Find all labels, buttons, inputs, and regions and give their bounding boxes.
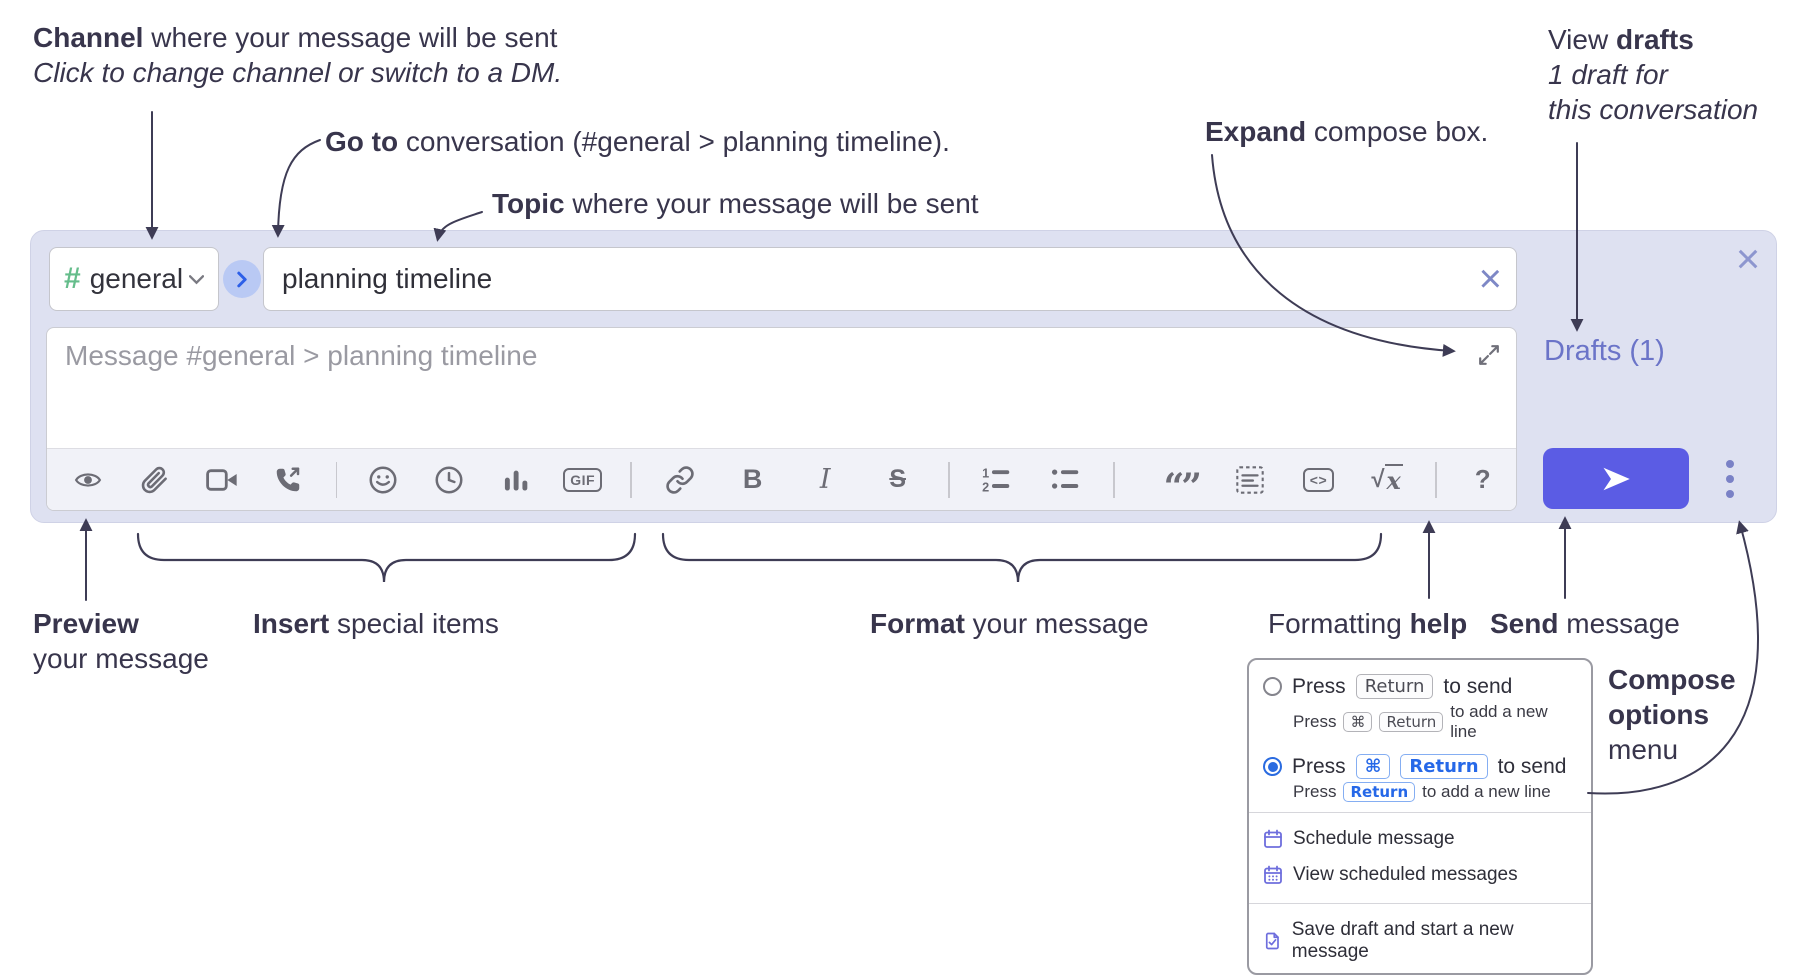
annotation-send: Send message: [1490, 608, 1680, 639]
cmd-enter-sends-option[interactable]: Press ⌘ Return to send: [1263, 754, 1577, 779]
menu-divider: [1249, 903, 1591, 904]
save-draft-item[interactable]: Save draft and start a new message: [1249, 912, 1591, 965]
cmd-key: ⌘: [1343, 712, 1373, 732]
annotation-view-drafts: View drafts 1 draft for this conversatio…: [1548, 24, 1759, 125]
gif-icon[interactable]: GIF: [549, 467, 616, 492]
send-button[interactable]: [1543, 448, 1689, 509]
spoiler-icon[interactable]: [1216, 465, 1285, 495]
math-icon[interactable]: √x: [1371, 464, 1403, 495]
schedule-message-item[interactable]: Schedule message: [1249, 821, 1591, 857]
annotation-insert: Insert special items: [253, 608, 499, 639]
message-formatting-help-icon[interactable]: ?: [1474, 464, 1491, 494]
toolbar-separator: [629, 461, 632, 498]
toolbar-separator: [1113, 461, 1115, 498]
annotation-preview: Preview your message: [33, 608, 209, 674]
annotation-go-to: Go to conversation (#general > planning …: [325, 126, 950, 157]
annotation-formatting-help: Formatting help: [1268, 608, 1468, 639]
save-draft-icon: [1265, 932, 1279, 950]
message-placeholder: Message #general > planning timeline: [65, 340, 538, 371]
calendar-icon: [1264, 829, 1282, 848]
drafts-link[interactable]: Drafts (1): [1544, 335, 1665, 367]
add-global-time-icon[interactable]: [416, 465, 483, 495]
emoji-icon[interactable]: [349, 465, 416, 495]
toolbar-separator: [1435, 461, 1438, 498]
clear-topic-icon[interactable]: ×: [1478, 257, 1502, 301]
compose-box: # general planning timeline × Message #g…: [30, 230, 1777, 523]
chevron-right-icon: [237, 271, 247, 287]
cmd-key: ⌘: [1355, 754, 1391, 779]
expand-compose-icon[interactable]: [1478, 344, 1500, 366]
go-to-conversation-button[interactable]: [223, 260, 261, 298]
annotation-expand: Expand compose box.: [1205, 116, 1489, 147]
calendar-view-icon: [1264, 865, 1282, 884]
svg-text:2: 2: [982, 480, 989, 494]
code-icon[interactable]: <>: [1284, 467, 1353, 492]
italic-icon[interactable]: I: [819, 464, 831, 495]
attach-file-icon[interactable]: [122, 465, 189, 495]
return-key: Return: [1355, 674, 1434, 699]
toolbar-separator: [335, 461, 338, 498]
quote-icon[interactable]: “”: [1163, 465, 1202, 508]
video-call-icon[interactable]: [188, 467, 255, 493]
voice-call-icon[interactable]: [255, 465, 322, 495]
channel-hash-icon: #: [64, 262, 81, 295]
link-icon[interactable]: [644, 465, 717, 495]
chevron-down-icon: [189, 274, 204, 284]
toolbar-separator: [947, 461, 950, 498]
message-area[interactable]: Message #general > planning timeline: [46, 327, 1517, 511]
preview-icon[interactable]: [55, 467, 122, 493]
compose-options-popup: Press Return to send Press ⌘ Return to a…: [1247, 658, 1593, 975]
return-key: Return: [1379, 712, 1444, 732]
annotation-channel: Channel where your message will be sent …: [33, 22, 563, 88]
bulleted-list-icon[interactable]: [1030, 465, 1099, 495]
annotation-compose-options: Compose options menu: [1608, 664, 1736, 765]
topic-value: planning timeline: [282, 263, 493, 294]
radio-selected-icon[interactable]: [1263, 757, 1282, 776]
strikethrough-icon[interactable]: S: [889, 465, 906, 493]
svg-text:1: 1: [982, 466, 989, 480]
bold-icon[interactable]: B: [742, 464, 763, 494]
compose-options-menu-icon[interactable]: [1710, 448, 1750, 509]
cmd-enter-sends-subtext: Press Return to add a new line: [1293, 782, 1551, 802]
close-compose-icon[interactable]: ×: [1735, 235, 1761, 282]
poll-icon[interactable]: [483, 466, 550, 494]
menu-divider: [1249, 812, 1591, 813]
enter-sends-option[interactable]: Press Return to send: [1263, 674, 1577, 699]
return-key: Return: [1400, 754, 1488, 779]
channel-selector[interactable]: # general: [49, 247, 219, 311]
send-icon: [1603, 467, 1630, 490]
annotation-format: Format your message: [870, 608, 1149, 639]
radio-unselected-icon[interactable]: [1263, 677, 1282, 696]
annotation-topic: Topic where your message will be sent: [492, 188, 979, 219]
topic-input[interactable]: planning timeline ×: [263, 247, 1517, 311]
enter-sends-subtext: Press ⌘ Return to add a new line: [1293, 702, 1548, 741]
channel-name: general: [89, 263, 184, 294]
view-scheduled-messages-item[interactable]: View scheduled messages: [1249, 857, 1591, 893]
return-key: Return: [1343, 782, 1416, 802]
